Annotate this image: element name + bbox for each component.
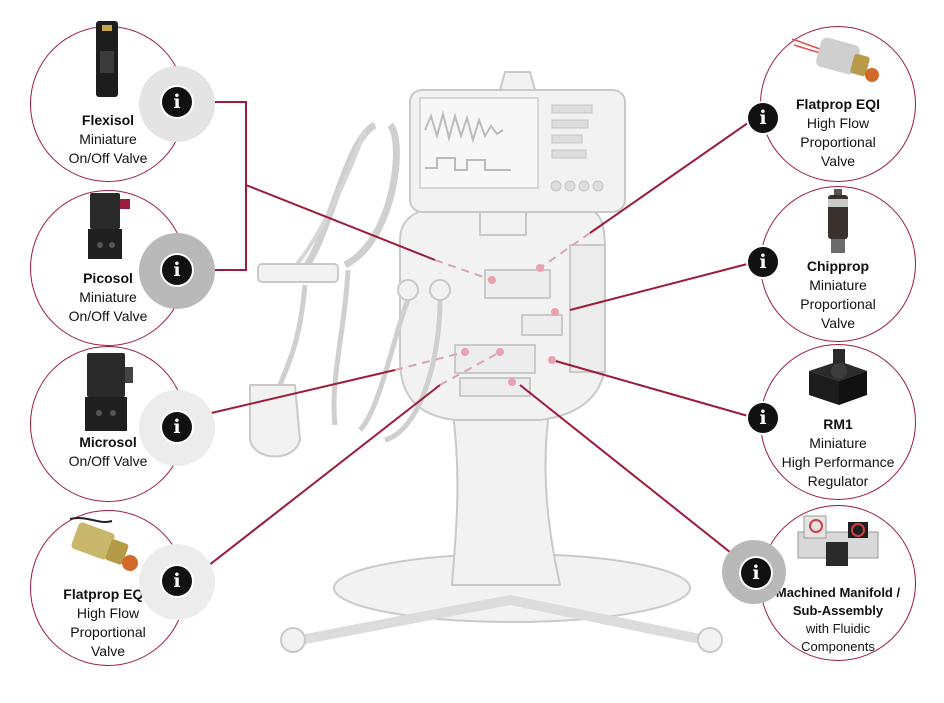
product-desc-line: Miniature: [79, 289, 137, 305]
product-desc-line: Valve: [821, 153, 855, 169]
product-desc-line: On/Off Valve: [68, 308, 148, 324]
product-desc-line: Miniature: [809, 435, 867, 451]
product-desc-line: Miniature: [79, 131, 137, 147]
info-icon-rm1[interactable]: i: [748, 403, 778, 433]
product-desc-line: Components: [801, 639, 875, 654]
leader-chipprop: [569, 261, 756, 311]
solenoid-valve-icon: [88, 193, 130, 259]
callout-flatprop-eqi: Flatprop EQI High Flow Proportional Valv…: [760, 26, 916, 182]
info-icon-machined-manifold[interactable]: i: [741, 558, 771, 588]
proportional-valve-cylinder-icon: [69, 517, 138, 571]
solenoid-valve-block-icon: [85, 353, 133, 431]
product-name: Chipprop: [806, 258, 870, 274]
product-desc-line: On/Off Valve: [68, 150, 148, 166]
info-icon-flatprop-eqp[interactable]: i: [162, 566, 192, 596]
product-name: RM1: [823, 416, 853, 432]
product-desc-line: High Performance: [781, 454, 895, 470]
product-name: Flexisol: [81, 112, 135, 128]
product-name-cont: Sub-Assembly: [792, 603, 884, 618]
info-icon-chipprop[interactable]: i: [748, 247, 778, 277]
solenoid-valve-tall-icon: [96, 21, 118, 97]
product-desc-line: Miniature: [809, 277, 867, 293]
product-desc-line: Valve: [821, 315, 855, 331]
leader-microsol: [189, 369, 396, 419]
info-icon-picosol[interactable]: i: [162, 255, 192, 285]
info-icon-flatprop-eqi[interactable]: i: [748, 103, 778, 133]
callout-picosol: Picosol Miniature On/Off Valve: [30, 190, 186, 346]
callout-machined-manifold: Machined Manifold / Sub-Assembly with Fl…: [760, 505, 916, 661]
product-desc-line: On/Off Valve: [68, 453, 148, 469]
callout-chipprop: Chipprop Miniature Proportional Valve: [760, 186, 916, 342]
proportional-valve-canister-icon: [828, 189, 848, 253]
product-desc-line: High Flow: [806, 115, 870, 131]
proportional-valve-cylinder-icon: [791, 37, 879, 82]
leader-flatprop-eqi: [589, 117, 756, 234]
leader-flatprop-eqp-dash: [439, 351, 501, 386]
info-icon-microsol[interactable]: i: [162, 412, 192, 442]
info-icon-flexisol[interactable]: i: [162, 87, 192, 117]
regulator-icon: [809, 349, 867, 405]
product-desc-line: Regulator: [807, 473, 869, 489]
product-name: Picosol: [83, 270, 133, 286]
product-desc-line: Proportional: [70, 624, 146, 640]
leader-rm1: [551, 359, 756, 419]
callout-rm1: RM1 Miniature High Performance Regulator: [760, 344, 916, 500]
leader-microsol-dash: [394, 351, 466, 371]
manifold-assembly-icon: [797, 515, 879, 566]
product-name: Microsol: [79, 434, 137, 450]
product-desc-line: with Fluidic: [805, 621, 871, 636]
leader-manifold: [519, 384, 756, 573]
product-name: Flatprop EQP: [63, 586, 153, 602]
product-name: Machined Manifold /: [775, 585, 901, 600]
product-desc-line: High Flow: [76, 605, 140, 621]
leader-flexisol-picosol-dash: [434, 259, 493, 281]
leader-flatprop-eqi-dash: [539, 232, 591, 269]
leader-flatprop-eqp: [189, 384, 441, 581]
product-desc-line: Valve: [91, 643, 125, 659]
product-desc-line: Proportional: [800, 134, 876, 150]
product-name: Flatprop EQI: [796, 96, 880, 112]
leader-flexisol-picosol: [245, 184, 436, 261]
product-desc-line: Proportional: [800, 296, 876, 312]
